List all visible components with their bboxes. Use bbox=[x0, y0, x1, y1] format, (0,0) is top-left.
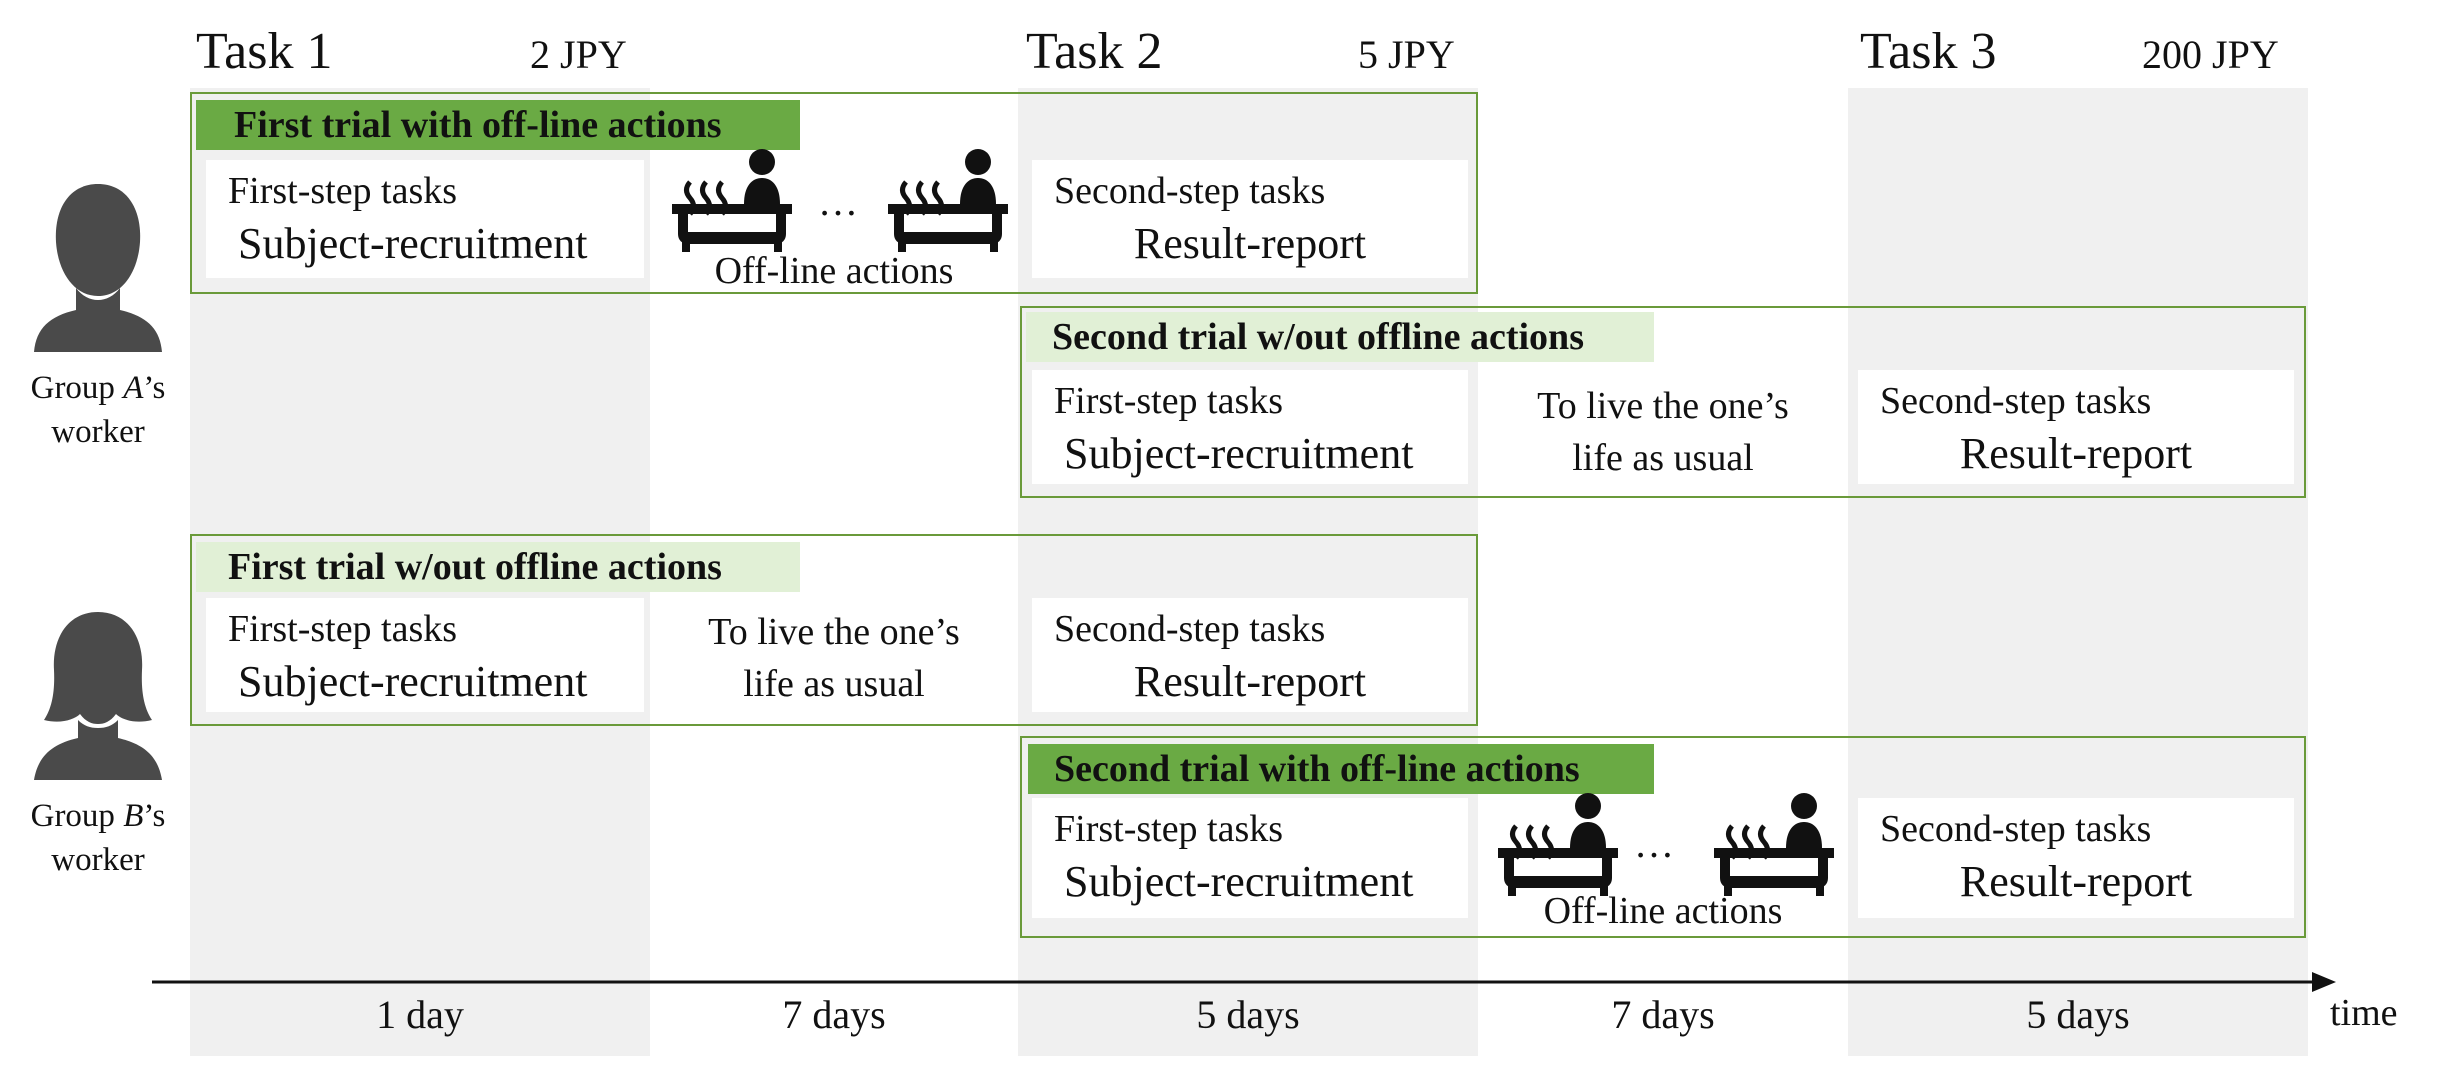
group-b-label: Group B’s worker bbox=[0, 794, 196, 882]
group-b-trial2-first-step: First-step tasks Subject-recruitment bbox=[1032, 798, 1468, 918]
bathtub-person-icon bbox=[1498, 793, 1618, 896]
subject-recruitment-label: Subject-recruitment bbox=[238, 657, 588, 706]
group-a-trial2-title: Second trial w/out offline actions bbox=[1026, 312, 1654, 362]
duration-label: 7 days bbox=[1611, 992, 1715, 1037]
group-a-label-suffix: ’s bbox=[143, 370, 166, 406]
ellipsis: … bbox=[1634, 821, 1674, 866]
result-report-label: Result-report bbox=[1959, 857, 2193, 906]
second-step-label: Second-step tasks bbox=[1054, 170, 1326, 212]
group-a-trial1-box bbox=[190, 92, 1478, 294]
task-3-price: 200 JPY bbox=[2142, 32, 2279, 77]
group-a-trial1-first-step: First-step tasks Subject-recruitment bbox=[206, 160, 644, 278]
life-as-usual-line2: life as usual bbox=[743, 663, 925, 705]
duration-label: 5 days bbox=[2026, 992, 2130, 1037]
group-b-label-prefix: Group bbox=[30, 798, 124, 834]
second-step-label: Second-step tasks bbox=[1054, 608, 1326, 650]
second-step-label: Second-step tasks bbox=[1880, 380, 2152, 422]
life-as-usual-text: To live the one’s life as usual bbox=[1478, 380, 1848, 484]
group-b-trial1-box bbox=[190, 534, 1478, 726]
duration-label: 1 day bbox=[376, 992, 464, 1037]
group-a-trial1-second-step: Second-step tasks Result-report bbox=[1032, 160, 1468, 278]
group-a-trial2-box bbox=[1020, 306, 2306, 498]
time-axis-label: time bbox=[2330, 992, 2398, 1034]
result-report-label: Result-report bbox=[1133, 219, 1367, 268]
group-a-trial2-second-step: Second-step tasks Result-report bbox=[1858, 370, 2294, 484]
life-as-usual-text: To live the one’s life as usual bbox=[650, 606, 1018, 710]
group-b-trial2-title: Second trial with off-line actions bbox=[1028, 744, 1654, 794]
bathtub-person-icon bbox=[672, 149, 792, 252]
bathtub-person-icon bbox=[1714, 793, 1834, 896]
duration-label: 7 days bbox=[782, 992, 886, 1037]
life-as-usual-line1: To live the one’s bbox=[1537, 385, 1789, 427]
first-step-label: First-step tasks bbox=[1054, 380, 1284, 422]
task-2-price: 5 JPY bbox=[1358, 32, 1455, 77]
life-as-usual-line2: life as usual bbox=[1572, 437, 1754, 479]
ellipsis: … bbox=[818, 179, 858, 224]
group-b-trial2-box bbox=[1020, 736, 2306, 938]
first-step-label: First-step tasks bbox=[228, 170, 458, 212]
result-report-label: Result-report bbox=[1133, 657, 1367, 706]
person-silhouette-icon bbox=[34, 184, 162, 352]
group-a-trial1-title: First trial with off-line actions bbox=[196, 100, 800, 150]
group-a-letter: A bbox=[123, 370, 144, 406]
bathtub-person-icon bbox=[888, 149, 1008, 252]
result-report-label: Result-report bbox=[1959, 429, 2193, 478]
group-b-label-suffix: ’s bbox=[143, 798, 166, 834]
group-b-letter: B bbox=[123, 798, 144, 834]
person-silhouette-icon bbox=[34, 612, 162, 780]
duration-label: 5 days bbox=[1196, 992, 1300, 1037]
life-as-usual-line1: To live the one’s bbox=[708, 611, 960, 653]
group-b-trial1-title: First trial w/out offline actions bbox=[196, 542, 800, 592]
task-3-label: Task 3 bbox=[1860, 23, 1997, 80]
first-step-label: First-step tasks bbox=[1054, 808, 1284, 850]
first-step-label: First-step tasks bbox=[228, 608, 458, 650]
offline-actions-caption: Off-line actions bbox=[1543, 890, 1783, 932]
group-a-label-line2: worker bbox=[51, 414, 145, 450]
task-1-price: 2 JPY bbox=[530, 32, 627, 77]
group-b-label-line2: worker bbox=[51, 842, 145, 878]
group-b-trial1-second-step: Second-step tasks Result-report bbox=[1032, 598, 1468, 712]
group-a-label: Group A’s worker bbox=[0, 366, 196, 454]
task-1-label: Task 1 bbox=[196, 23, 333, 80]
task-2-label: Task 2 bbox=[1026, 23, 1163, 80]
second-step-label: Second-step tasks bbox=[1880, 808, 2152, 850]
group-a-label-prefix: Group bbox=[30, 370, 124, 406]
subject-recruitment-label: Subject-recruitment bbox=[1064, 429, 1414, 478]
subject-recruitment-label: Subject-recruitment bbox=[238, 219, 588, 268]
group-b-trial2-second-step: Second-step tasks Result-report bbox=[1858, 798, 2294, 918]
group-a-trial2-first-step: First-step tasks Subject-recruitment bbox=[1032, 370, 1468, 484]
offline-actions-caption: Off-line actions bbox=[714, 250, 954, 292]
subject-recruitment-label: Subject-recruitment bbox=[1064, 857, 1414, 906]
group-b-trial1-first-step: First-step tasks Subject-recruitment bbox=[206, 598, 644, 712]
